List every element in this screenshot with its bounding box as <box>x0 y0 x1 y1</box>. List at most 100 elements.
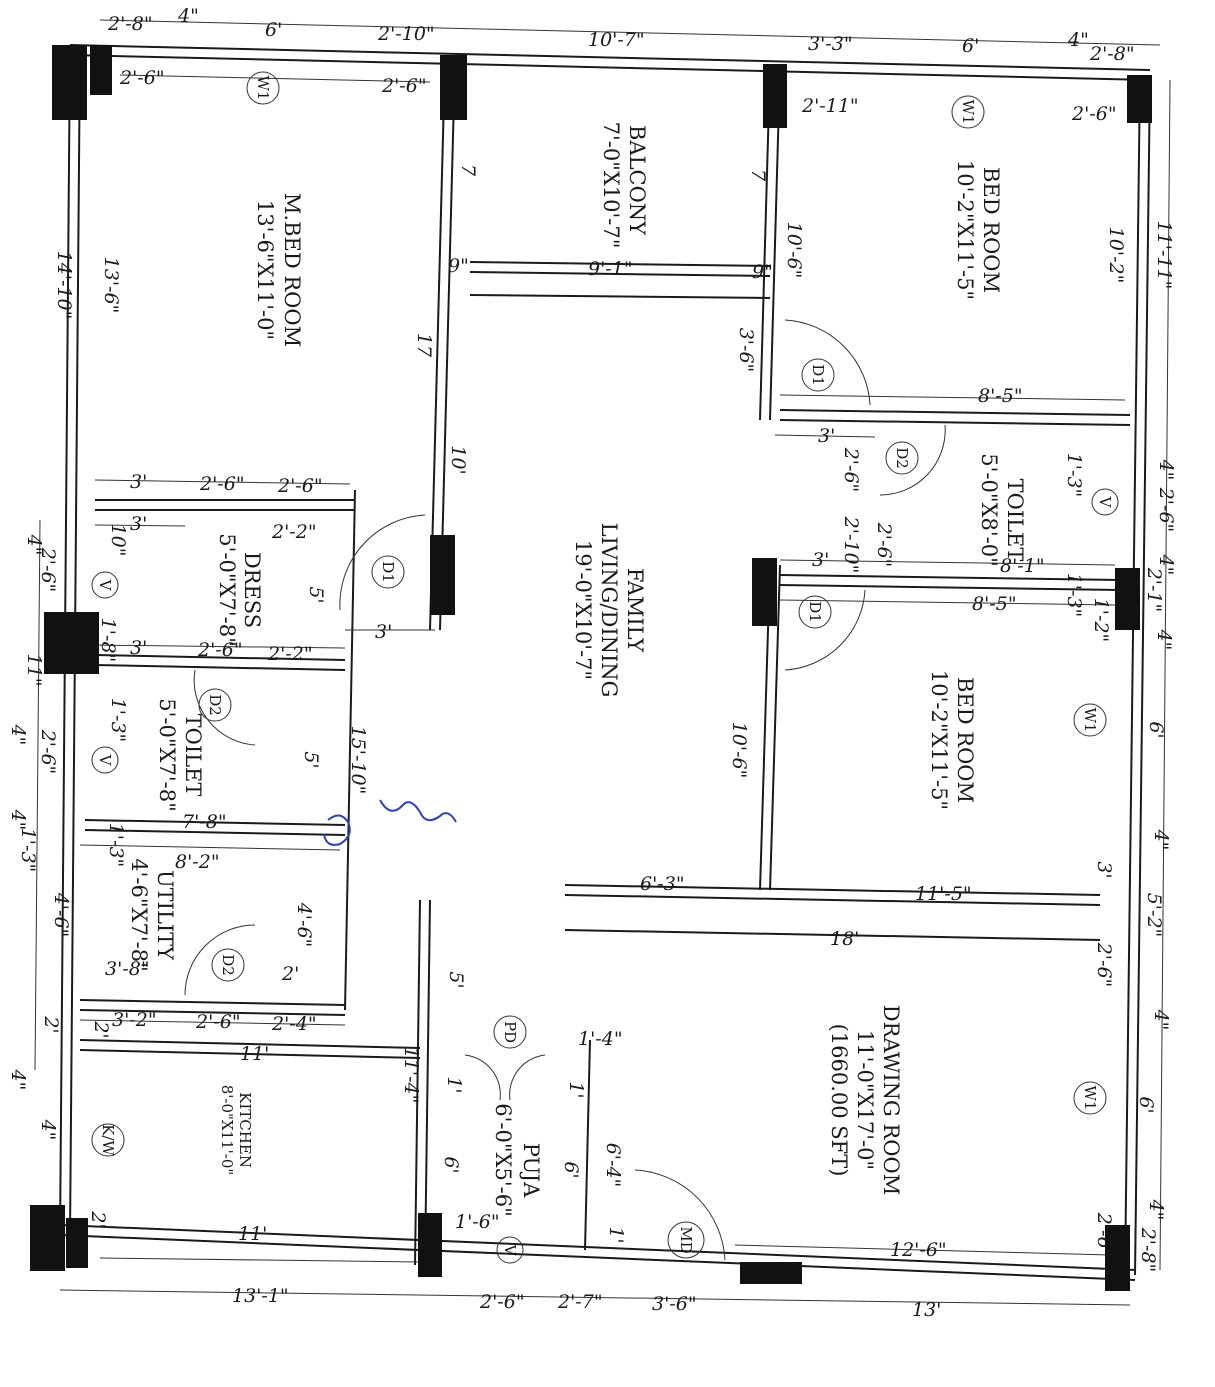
dim-top-3-3: 3'-3" <box>808 33 853 55</box>
dimensions-vertical: 14'-10" 13'-6" 7 7 10'-6" 10'-2" 11'-11"… <box>7 164 1177 1272</box>
balcony-size: 7'-0"X10'-7" <box>599 122 623 249</box>
dim-right-4-c: 4" <box>1153 629 1175 651</box>
dim-bottom-13: 13' <box>912 1299 941 1321</box>
puja-size: 6'-0"X5'-6" <box>491 1103 515 1216</box>
dim-bed1-10-6: 10'-6" <box>783 222 805 279</box>
bed1-name: BED ROOM <box>979 167 1003 293</box>
dim-left-2: 2' <box>40 1015 62 1033</box>
room-labels: M.BED ROOM 13'-6"X11'-0" BALCONY 7'-0"X1… <box>127 122 1027 1217</box>
dim-top-2-8-left: 2'-8" <box>107 13 153 35</box>
dim-right-1-3: 1'-3" <box>1063 573 1085 618</box>
dim-left-4-b: 4" <box>7 724 29 746</box>
dim-top-6-left: 6' <box>265 19 282 41</box>
drawing-area: (1660.00 SFT) <box>827 1024 851 1177</box>
dim-kitchen-11b: 11' <box>238 1223 267 1245</box>
dim-dress-5a: 5' <box>305 586 327 603</box>
dim-right-2-6c: 2'-6" <box>1093 942 1115 988</box>
dim-9in-right: 9" <box>752 261 773 283</box>
dim-bottom-2-7: 2'-7" <box>557 1291 603 1313</box>
drawing-size: 11'-0"X17'-0" <box>853 1030 877 1170</box>
dim-puja-1b: 1' <box>565 1081 587 1098</box>
dim-utility-8-2: 8'-2" <box>175 851 220 873</box>
utility-name: UTILITY <box>153 870 177 961</box>
dim-kitchen-2-6: 2'-6" <box>195 1011 241 1033</box>
dim-right-5-2: 5'-2" <box>1143 893 1165 938</box>
toilet2-name: TOILET <box>181 714 205 797</box>
tag-w1-bed1: W1 <box>959 100 977 125</box>
tag-d1-bed2: D1 <box>806 601 824 623</box>
dim-bed1-10-2: 10'-2" <box>1105 227 1127 284</box>
dim-dress-3c: 3' <box>130 637 147 659</box>
dim-11-4: 11'-4" <box>400 1047 422 1104</box>
family-name: FAMILY <box>623 568 647 653</box>
dim-dress-2-6a: 2'-6" <box>199 473 245 495</box>
dim-bed2-10-6: 10'-6" <box>728 722 750 779</box>
dimensions-bottom: 13'-1" 2'-6" 2'-7" 3'-6" 13' <box>232 1285 941 1321</box>
dim-bal-7-right: 7 <box>747 169 769 182</box>
tag-w1-mbed: W1 <box>254 76 272 101</box>
family-name2: LIVING/DINING <box>597 523 621 698</box>
dim-puja-1c: 1' <box>605 1226 627 1243</box>
dim-kitchen-11a: 11' <box>240 1043 269 1065</box>
tag-v-toilet2: V <box>96 754 114 767</box>
dim-bottom-3-6: 3'-6" <box>652 1293 697 1315</box>
dim-3-6: 3'-6" <box>735 328 757 373</box>
dim-left-1-8: 1'-8" <box>97 618 119 663</box>
dress-name: DRESS <box>240 552 264 628</box>
dim-bed1-2-6: 2'-6" <box>1071 103 1117 125</box>
opening-tags: W1 W1 D1 D2 V D1 D1 V W1 D2 V D2 W1 PD K… <box>91 71 1119 1264</box>
dim-12-6: 12'-6" <box>890 1239 947 1261</box>
dim-right-4-e: 4" <box>1150 1009 1172 1031</box>
kitchen-name: KITCHEN <box>236 1092 254 1168</box>
dim-dress-2-2a: 2'-2" <box>271 521 317 543</box>
dim-right-4-a: 4" <box>1155 459 1177 481</box>
mbed-name: M.BED ROOM <box>280 193 304 347</box>
handwritten-mark <box>323 799 457 846</box>
dim-left-13-6: 13'-6" <box>100 257 122 314</box>
dim-right-2-8: 2'-8" <box>1137 1227 1159 1273</box>
tag-d2-toilet2: D2 <box>206 694 224 716</box>
dim-drawing-6: 6' <box>1135 1096 1157 1113</box>
dim-utility-1-3: 1'-3" <box>105 823 127 868</box>
dim-left-4-c: 4" <box>7 809 29 831</box>
kitchen-size: 8'-0"X11'-0" <box>218 1085 236 1176</box>
dim-right-4-f: 4" <box>1145 1199 1167 1221</box>
mbed-size: 13'-6"X11'-0" <box>253 200 277 340</box>
dim-kitchen-3-2: 3'-2" <box>112 1009 157 1031</box>
dim-right-2-6d: 2'-6" <box>1093 1212 1115 1258</box>
tag-d1-bed1: D1 <box>809 364 827 386</box>
dim-toilet1-8-1: 8'-1" <box>1000 555 1045 577</box>
dim-puja-1-6: 1'-6" <box>455 1211 500 1233</box>
dim-puja-6b: 6' <box>560 1161 582 1178</box>
dim-right-3: 3' <box>1093 861 1115 878</box>
structural-columns <box>30 45 1152 1291</box>
dim-toilet2-5: 5' <box>300 751 322 768</box>
dim-dress-3b: 3' <box>130 513 147 535</box>
dim-bed2-8-5: 8'-5" <box>972 593 1017 615</box>
dim-dress-10in: 10" <box>107 524 129 557</box>
toilet1-name: TOILET <box>1003 479 1027 562</box>
dim-left-1-3: 1'-3" <box>17 828 39 873</box>
dim-fam-3: 3' <box>375 621 392 643</box>
dim-left-4-6: 4'-6" <box>50 892 72 938</box>
dress-size: 5'-0"X7'-8" <box>215 533 239 646</box>
dim-left-14-10: 14'-10" <box>53 251 75 320</box>
tag-w1-bed2: W1 <box>1081 708 1099 733</box>
dim-puja-1-4: 1'-4" <box>578 1028 623 1050</box>
dim-mbed-2-6: 2'-6" <box>119 67 165 89</box>
dim-6-3: 6'-3" <box>640 873 685 895</box>
dim-right-2-6: 2'-6" <box>1155 487 1177 533</box>
dimensions-top: 2'-8" 4" 6' 2'-10" 10'-7" 3'-3" 6' 4" 2'… <box>107 5 1135 125</box>
tag-pd-puja: PD <box>501 1021 519 1043</box>
dim-right-4-b: 4" <box>1155 554 1177 576</box>
dim-bed2-3: 3' <box>812 549 829 571</box>
toilet2-size: 5'-0"X7'-8" <box>155 698 179 811</box>
dim-toilet1-2-10: 2'-10" <box>840 516 862 574</box>
dim-right-11-11: 11'-11" <box>1153 221 1175 290</box>
dim-toilet1-3: 3' <box>818 425 835 447</box>
dim-utility-7-8: 7'-8" <box>182 811 227 833</box>
dim-left-4-d: 4" <box>7 1069 29 1091</box>
dim-top-4-left: 4" <box>177 5 199 27</box>
door-swings <box>184 319 946 1261</box>
